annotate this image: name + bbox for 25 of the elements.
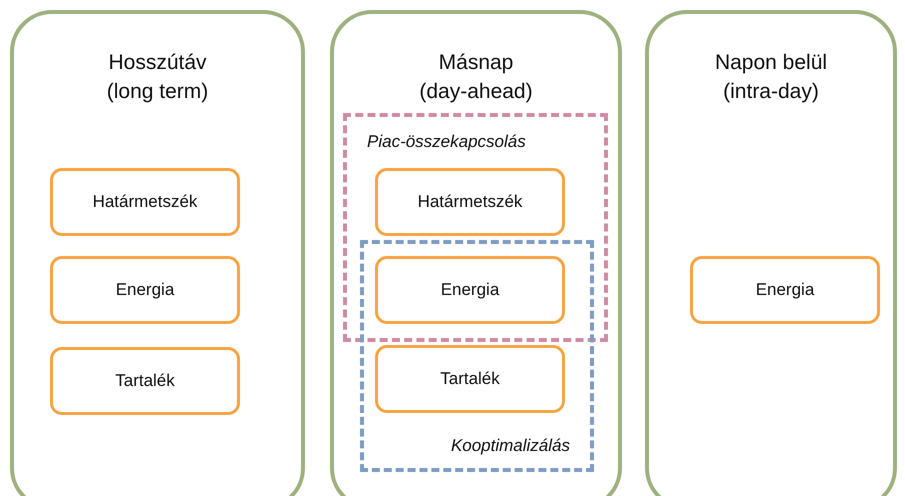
box-label: Tartalék [440,368,500,390]
column-panel [330,10,622,496]
heading-text: (intra-day) [723,79,819,105]
rounded-box [50,347,240,415]
heading-text: Másnap [438,50,514,76]
box-label: Határmetszék [418,191,522,214]
box-label: Energia [116,279,174,302]
box-label: Tartalék [115,370,175,392]
box-label: Határmetszék [92,191,198,214]
box-label: Energia [440,279,500,302]
rounded-box [50,168,240,236]
rounded-box [690,256,880,324]
column-panel [645,10,897,496]
rounded-box [375,345,565,413]
group-label: Piac-összekapcsolás [367,131,526,153]
heading-text: Hosszútáv [108,50,207,76]
rounded-box [50,256,240,324]
rounded-box [375,256,565,324]
box-label: Energia [756,279,814,302]
column-panel [10,10,305,496]
rounded-box [375,168,565,236]
heading-text: (day-ahead) [419,79,533,105]
heading-text: Napon belül [714,50,828,76]
heading-text: (long term) [106,79,208,105]
group-label: Kooptimalizálás [450,434,570,456]
